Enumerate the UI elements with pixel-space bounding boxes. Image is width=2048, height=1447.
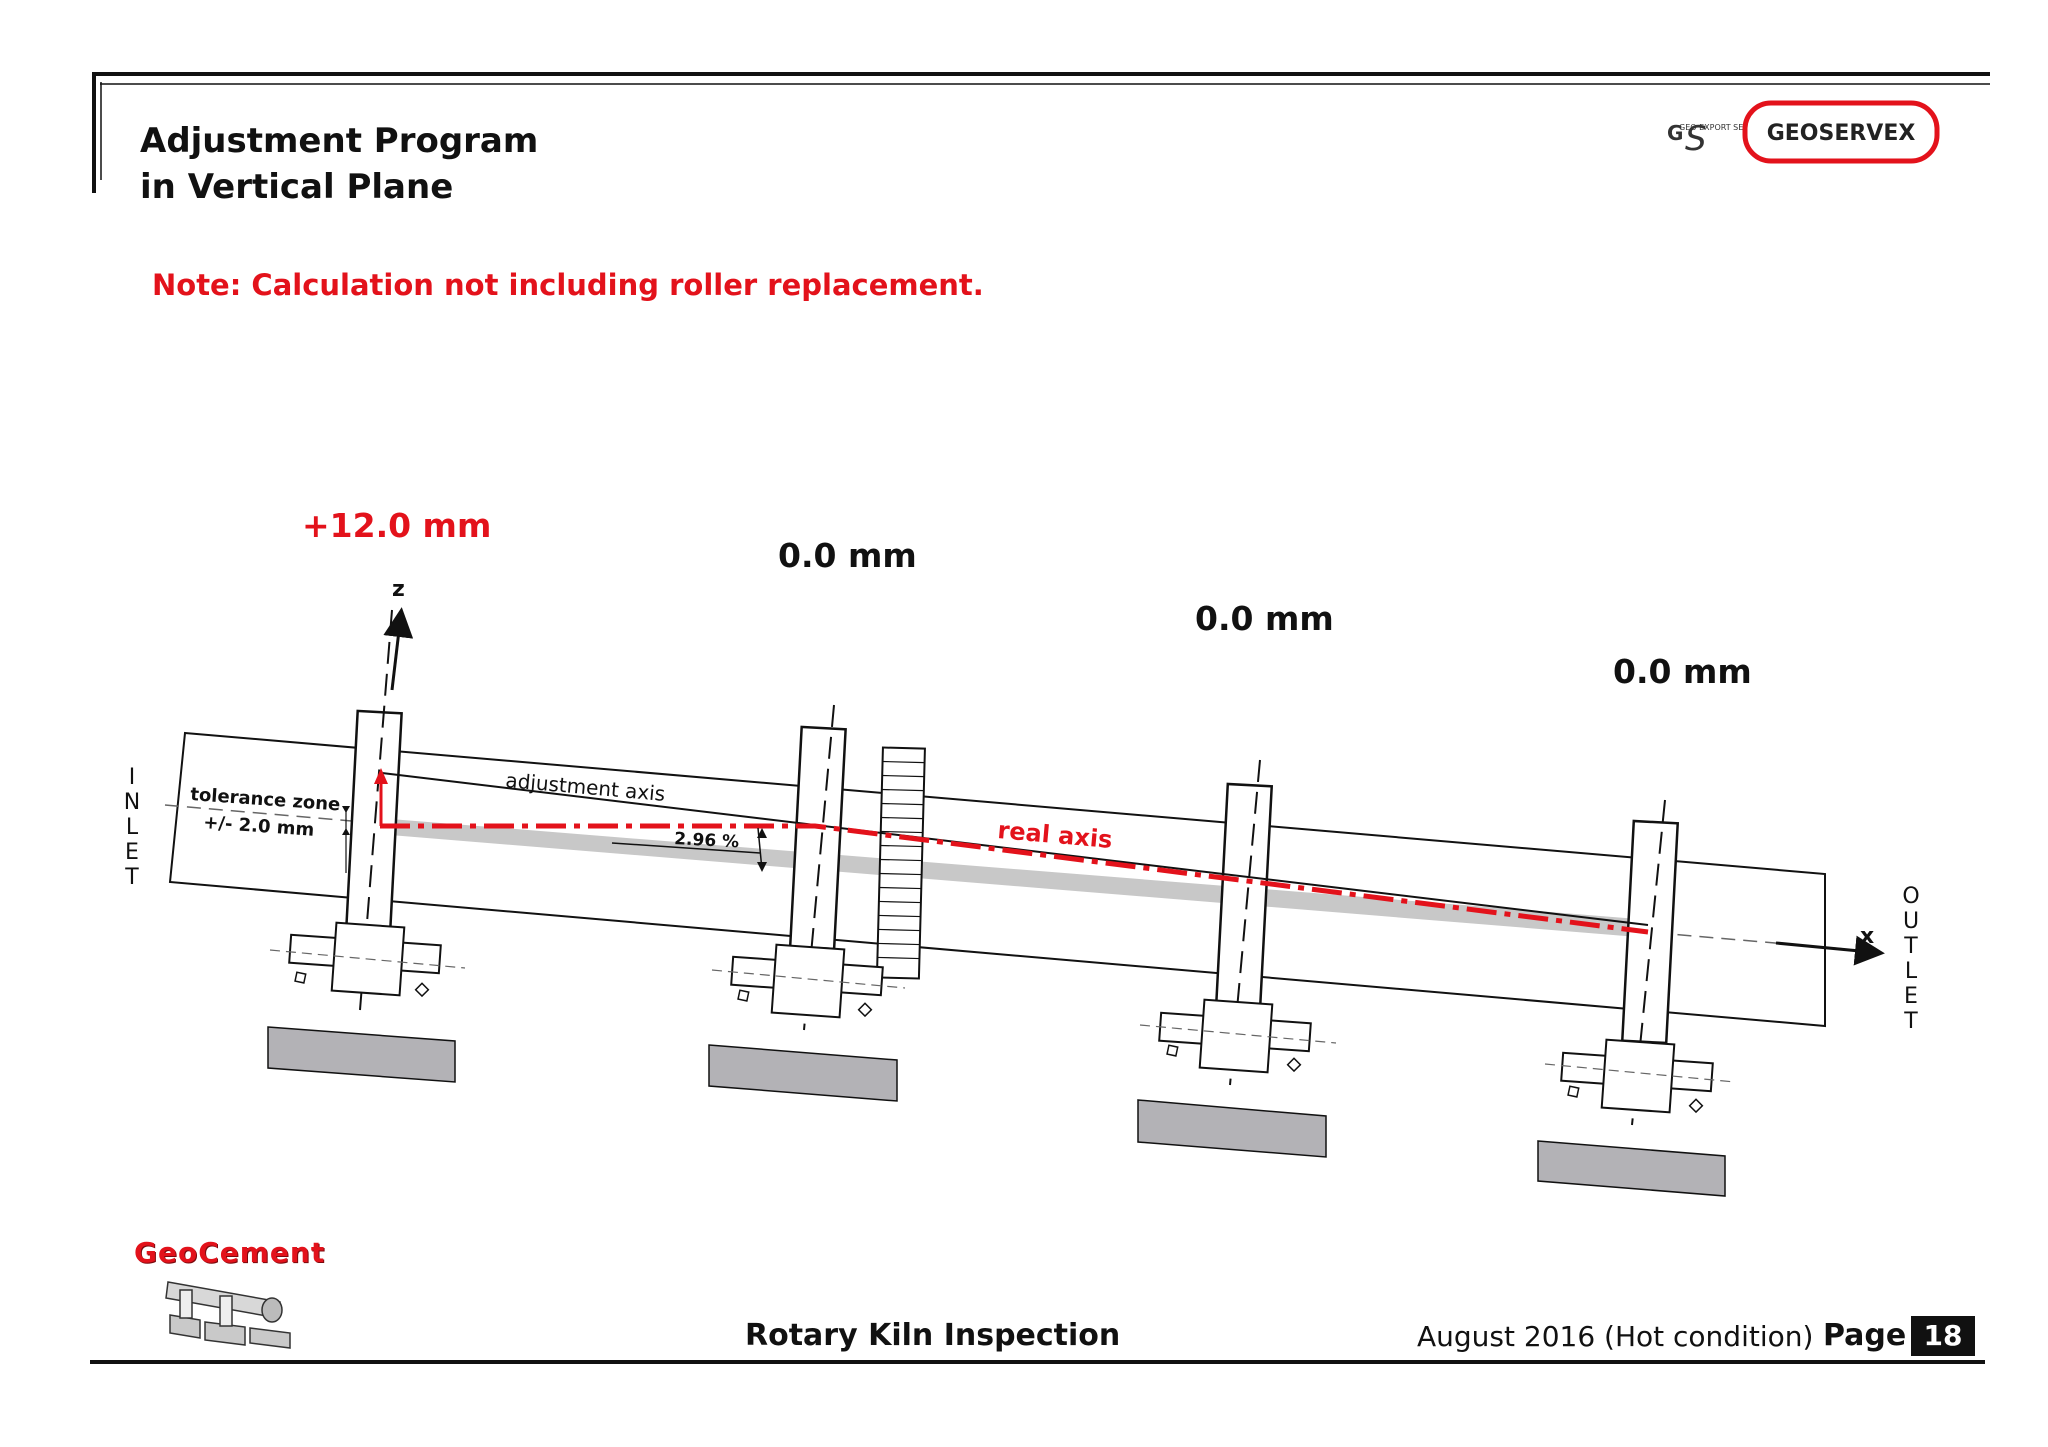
logo-mark-s: S <box>1685 119 1707 159</box>
support-station-3 <box>1137 759 1337 1158</box>
x-axis-label: x <box>1860 924 1874 949</box>
footer-title: Rotary Kiln Inspection <box>745 1318 1121 1353</box>
adjustment-arrow-head <box>374 768 388 784</box>
page-label: Page <box>1823 1318 1907 1353</box>
page-title-line1: Adjustment Program <box>140 121 539 161</box>
page-number: 18 <box>1911 1316 1975 1356</box>
logo-ring <box>1742 100 1940 164</box>
adjustment-value-1: +12.0 mm <box>302 506 491 545</box>
x-axis-arrow <box>1775 935 1885 966</box>
foundation-4 <box>1537 1140 1726 1197</box>
adjustment-value-2: 0.0 mm <box>778 536 917 575</box>
foundation-2 <box>708 1044 898 1102</box>
support-station-4 <box>1537 799 1736 1197</box>
foundation-3 <box>1137 1099 1327 1158</box>
adjustment-value-4: 0.0 mm <box>1613 652 1752 691</box>
adjustment-value-3: 0.0 mm <box>1195 599 1334 638</box>
foundation-1 <box>267 1026 456 1083</box>
z-axis-label: z <box>392 577 405 602</box>
geocement-kiln-icon <box>165 1281 291 1349</box>
slope-dimension-line <box>611 842 761 854</box>
page-title-line2: in Vertical Plane <box>140 167 454 207</box>
footer-date: August 2016 (Hot condition) <box>1417 1320 1814 1353</box>
z-axis-arrow <box>383 607 414 691</box>
logo-text: GEOSERVEX <box>1767 121 1916 146</box>
logo-mark-text: GEO EXPORT SERVICE <box>1679 123 1767 132</box>
real-axis-line <box>380 823 1649 935</box>
gear-ring <box>875 746 926 980</box>
support-station-1 <box>267 609 466 1083</box>
geoservex-logo: G S GEO EXPORT SERVICE GEOSERVEX <box>1667 100 1940 164</box>
support-station-2 <box>708 704 906 1102</box>
page-title: Adjustment Program in Vertical Plane <box>140 118 538 210</box>
geocement-brand: GeoCement <box>134 1236 326 1269</box>
inlet-label: INLET <box>120 765 145 890</box>
logo-mark-g: G <box>1667 121 1683 145</box>
outlet-label: OUTLET <box>1899 884 1924 1034</box>
slope-label: 2.96 % <box>674 829 740 852</box>
note-text: Note: Calculation not including roller r… <box>152 268 984 302</box>
